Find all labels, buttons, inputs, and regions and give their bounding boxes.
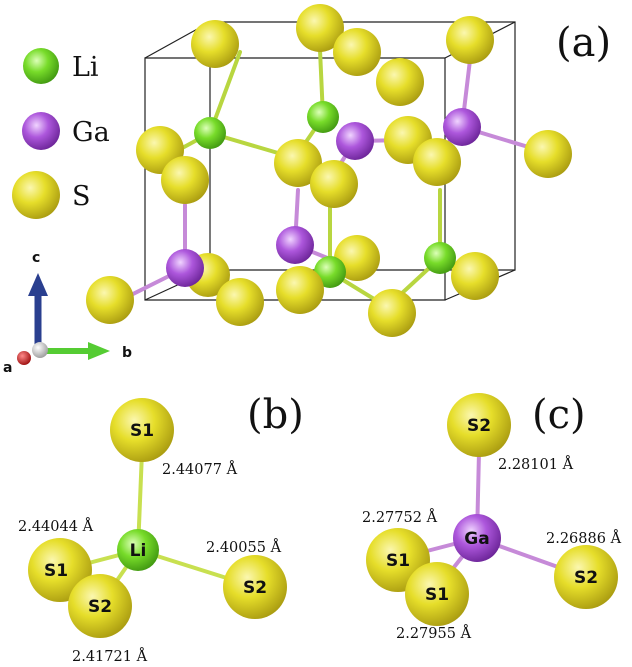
c-distance-left: 2.27752 Å: [362, 508, 438, 526]
b-s1-top-atom: [110, 398, 174, 462]
b-s2-bottom-label: S2: [88, 597, 112, 617]
b-distance-bottom: 2.41721 Å: [72, 647, 148, 665]
s-atom: [274, 139, 322, 187]
li-atom: [194, 117, 226, 149]
li-atom: [307, 101, 339, 133]
c-s1-bottom-atom: [405, 562, 469, 626]
ga-atom: [276, 226, 314, 264]
b-li-label: Li: [130, 541, 147, 561]
s-atom: [446, 16, 494, 64]
ga-atom: [336, 122, 374, 160]
legend-ga-swatch: [22, 112, 60, 150]
c-distance-top: 2.28101 Å: [498, 455, 574, 473]
a-axis-label: a: [3, 360, 12, 376]
b-s2-right-atom: [223, 555, 287, 619]
b-distance-right: 2.40055 Å: [206, 538, 282, 556]
a-axis-marker: [17, 351, 31, 365]
b-li-atom: [117, 529, 159, 571]
b-s2-right-label: S2: [243, 578, 267, 598]
s-atom: [524, 130, 572, 178]
b-distance-top: 2.44077 Å: [162, 460, 238, 478]
s-atom: [368, 289, 416, 337]
structure-atoms: [86, 4, 572, 337]
li-atom: [314, 256, 346, 288]
ga-atom: [166, 249, 204, 287]
panel-label-c: (c): [532, 392, 586, 438]
s-atom: [333, 28, 381, 76]
s-atom: [276, 266, 324, 314]
legend-ga-label: Ga: [72, 117, 110, 148]
c-axis-label: c: [32, 250, 40, 266]
c-s2-right-label: S2: [574, 568, 598, 588]
c-s2-right-atom: [554, 545, 618, 609]
b-s2-bottom-atom: [68, 574, 132, 638]
axis-origin: [32, 342, 48, 358]
b-s1-left-label: S1: [44, 561, 68, 581]
b-s1-top-label: S1: [130, 421, 154, 441]
s-atom: [451, 252, 499, 300]
legend-s-label: S: [72, 181, 91, 212]
c-s1-left-label: S1: [386, 551, 410, 571]
ga-atom: [443, 108, 481, 146]
c-ga-atom: [453, 514, 501, 562]
c-s2-top-atom: [447, 393, 511, 457]
s-atom: [191, 20, 239, 68]
panel-label-a: (a): [556, 20, 611, 66]
b-axis-label: b: [122, 345, 132, 361]
legend-li-label: Li: [72, 52, 99, 83]
c-s2-top-label: S2: [467, 416, 491, 436]
c-axis-arrowhead: [28, 273, 48, 296]
s-atom: [161, 156, 209, 204]
panel-label-b: (b): [247, 392, 304, 438]
li-atom: [424, 242, 456, 274]
s-atom: [216, 278, 264, 326]
c-distance-right: 2.26886 Å: [546, 529, 622, 547]
s-atom: [376, 58, 424, 106]
s-atom: [413, 138, 461, 186]
legend-s-swatch: [12, 171, 60, 219]
b-distance-left: 2.44044 Å: [18, 517, 94, 535]
axis-triad: c b a: [3, 250, 132, 376]
s-atom: [296, 4, 344, 52]
legend-li-swatch: [23, 48, 59, 84]
c-s1-bottom-label: S1: [425, 585, 449, 605]
c-distance-bottom: 2.27955 Å: [396, 624, 472, 642]
legend: Li Ga S: [12, 48, 110, 219]
b-axis-arrowhead: [88, 342, 110, 360]
c-ga-label: Ga: [464, 529, 489, 549]
s-atom: [86, 276, 134, 324]
s-atom: [310, 160, 358, 208]
